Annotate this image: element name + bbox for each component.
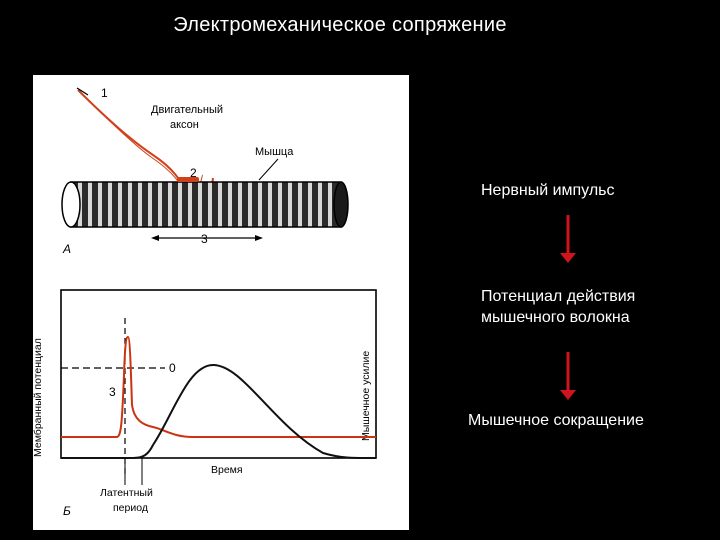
y-axis-right-label: Мышечное усилие <box>360 351 372 441</box>
fiber-end-right <box>334 182 348 227</box>
figure-panel: 1 Двигательный аксон 2 Мышца 3 А Мембран… <box>33 75 409 530</box>
muscle-force-curve <box>61 365 376 458</box>
label-3-graph: 3 <box>109 385 116 399</box>
label-1: 1 <box>101 86 108 100</box>
flow-step-muscle-contraction: Мышечное сокращение <box>468 410 644 431</box>
figure-a: 1 Двигательный аксон 2 Мышца 3 А <box>62 86 348 256</box>
fiber-end-left <box>62 182 80 227</box>
label-3: 3 <box>201 232 208 246</box>
muscle-label: Мышца <box>255 146 294 158</box>
graph-frame <box>61 290 376 458</box>
panel-label-a: А <box>62 242 71 256</box>
latent-label-line1: Латентный <box>100 487 153 499</box>
axon-label-line2: аксон <box>170 119 199 131</box>
flow-step-nerve-impulse: Нервный импульс <box>481 180 615 201</box>
muscle-fiber <box>71 182 341 227</box>
physiology-figure: 1 Двигательный аксон 2 Мышца 3 А Мембран… <box>33 75 409 530</box>
flow-step-action-potential-line1: Потенциал действия <box>481 286 635 307</box>
flow-step-action-potential: Потенциал действия мышечного волокна <box>481 286 635 328</box>
latent-label-line2: период <box>113 502 148 514</box>
x-axis-label: Время <box>211 464 243 476</box>
zero-label: 0 <box>169 361 176 375</box>
axon-label-line1: Двигательный <box>151 104 223 116</box>
flow-step-action-potential-line2: мышечного волокна <box>481 307 635 328</box>
figure-b: Мембранный потенциал Мышечное усилие 0 3… <box>33 290 376 518</box>
y-axis-left-label: Мембранный потенциал <box>33 338 44 457</box>
flow-arrow-1 <box>558 213 578 265</box>
slide-title: Электромеханическое сопряжение <box>0 14 680 37</box>
panel-label-b: Б <box>63 504 71 518</box>
flow-arrow-2 <box>558 350 578 402</box>
